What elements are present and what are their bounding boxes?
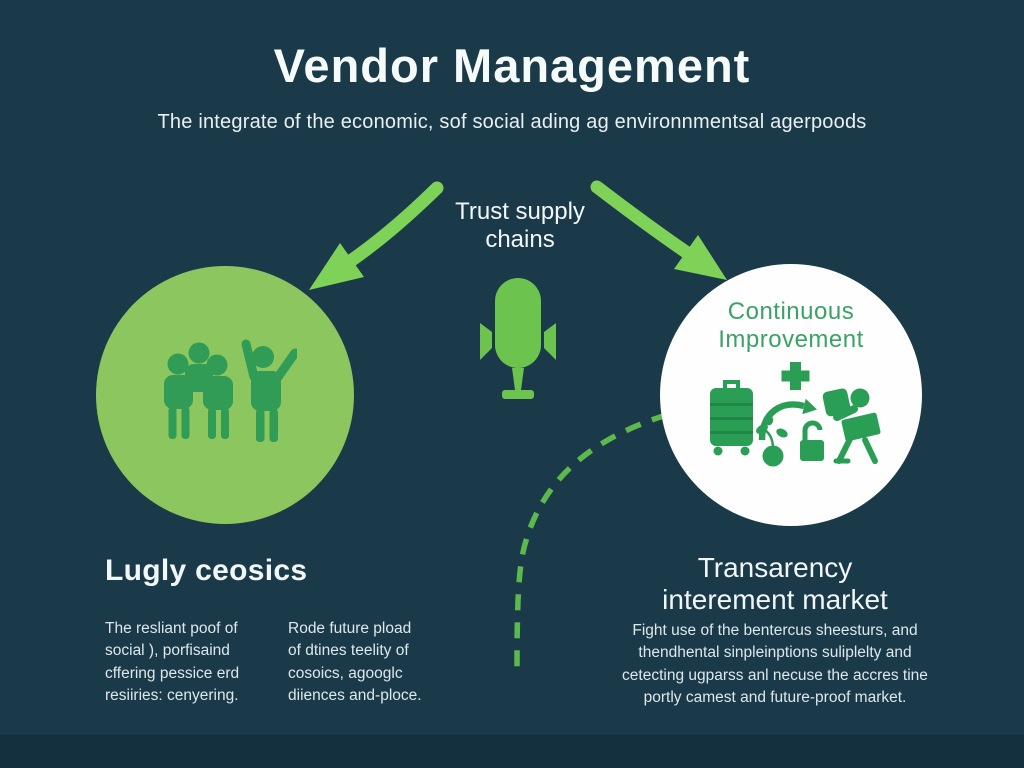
left-circle [96, 266, 354, 524]
improvement-icons [710, 362, 881, 467]
person-laptop-icon [822, 388, 881, 464]
col1-line: cffering pessice erd [105, 664, 240, 682]
page-title: Vendor Management [273, 39, 751, 92]
microphone-icon [480, 278, 556, 399]
suitcase-icon [710, 380, 753, 456]
left-section-column2: Rode future pload of dtines teelity of c… [288, 618, 463, 708]
col2-line: diiences and-ploce. [288, 687, 422, 705]
col1-line: social ), porfisaind [105, 642, 230, 660]
people-group-icon [164, 339, 297, 442]
page-subtitle: The integrate of the economic, sof socia… [157, 111, 867, 133]
plant-icon [756, 416, 788, 467]
col2-line: Rode future pload [288, 620, 412, 637]
right-body-line: thendhental sinpleinptions suliplelty an… [638, 644, 912, 662]
right-circle: Continuous Improvement [660, 264, 922, 526]
col1-line: The resliant poof of [105, 620, 238, 637]
trust-supply-chains-label: Trust supply chains [400, 198, 640, 254]
right-body-line: Fight use of the bentercus sheesturs, an… [632, 622, 918, 639]
plus-icon [781, 362, 810, 390]
right-heading-line2: interement market [662, 584, 888, 615]
trust-label-line2: chains [485, 226, 555, 253]
padlock-icon [800, 420, 824, 461]
left-section-heading: Lugly ceosics [105, 554, 308, 587]
right-body-line: portly camest and future-proof market. [643, 689, 907, 707]
left-section-column1: The resliant poof of social ), porfisain… [105, 618, 280, 708]
continuous-improvement-title: Continuous Improvement [718, 298, 864, 353]
right-section-body: Fight use of the bentercus sheesturs, an… [585, 620, 965, 710]
right-body-line: cetecting ugparss anl necuse the accres … [622, 666, 928, 684]
trust-label-line1: Trust supply [455, 198, 585, 225]
right-heading-line1: Transarency [697, 552, 853, 583]
col2-line: of dtines teelity of [288, 642, 409, 660]
col1-line: resiiries: cenyering. [105, 687, 239, 705]
right-section-heading: Transarency interement market [600, 552, 950, 616]
col2-line: cosoics, agooglc [288, 664, 403, 682]
footer-bar [0, 735, 1024, 768]
